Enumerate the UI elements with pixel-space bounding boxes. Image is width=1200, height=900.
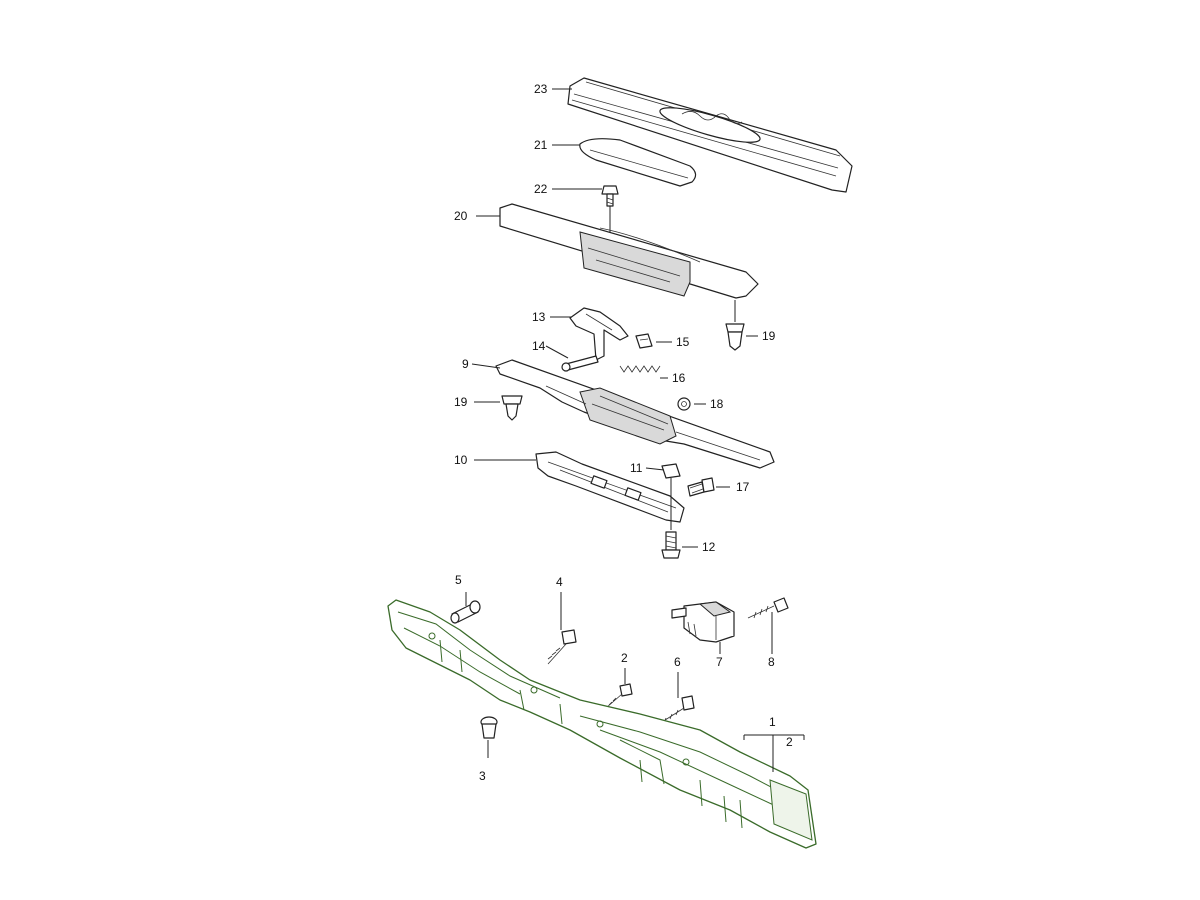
part-9-carrier-plate (495, 359, 775, 469)
part-5-bumper-stop (450, 592, 481, 624)
part-18-nut (677, 397, 691, 411)
part-19-clip-left (501, 395, 523, 421)
part-6-screw (661, 672, 695, 724)
part-1-cross-member-frame (387, 599, 817, 849)
callout-7: 7 (716, 655, 723, 669)
part-7-lock-actuator (671, 601, 735, 654)
part-17-bolt (687, 477, 715, 497)
part-14-pin (561, 355, 599, 372)
callout-22: 22 (534, 182, 548, 196)
callout-3: 3 (479, 769, 486, 783)
callout-8: 8 (768, 655, 775, 669)
callout-21: 21 (534, 138, 548, 152)
part-12-bolt (661, 531, 681, 559)
callout-2-screw: 2 (621, 651, 628, 665)
part-2-screw (605, 668, 633, 709)
part-19-clip-right (725, 300, 745, 351)
part-8-screw (747, 597, 789, 654)
part-3-bumper-stop (480, 716, 498, 758)
callout-13: 13 (532, 310, 546, 324)
part-22-screw (601, 185, 619, 240)
callout-1: 1 (769, 715, 776, 729)
callout-19-right: 19 (762, 329, 776, 343)
callout-20: 20 (454, 209, 468, 223)
part-13-hinge-bracket (569, 307, 629, 361)
callout-18: 18 (710, 397, 724, 411)
callout-6: 6 (674, 655, 681, 669)
callout-labels: 23 21 22 20 19 13 14 15 16 9 18 19 10 11… (454, 82, 793, 783)
part-4-screw (547, 592, 577, 665)
callout-15: 15 (676, 335, 690, 349)
callout-12: 12 (702, 540, 716, 554)
part-16-spring (619, 365, 661, 373)
callout-11: 11 (630, 461, 643, 475)
part-10-lower-bracket (535, 451, 685, 523)
callout-4: 4 (556, 575, 563, 589)
leader-lines (471, 88, 805, 772)
part-11-clip-nut (661, 463, 681, 530)
callout-14: 14 (532, 339, 546, 353)
part-21-trim-cover (579, 138, 697, 187)
callout-19-left: 19 (454, 395, 468, 409)
callout-16: 16 (672, 371, 686, 385)
part-20-sill-panel (499, 203, 759, 299)
callout-23: 23 (534, 82, 548, 96)
callout-9: 9 (462, 357, 469, 371)
callout-5: 5 (455, 573, 462, 587)
callout-2-frame: 2 (786, 735, 793, 749)
callout-17: 17 (736, 480, 750, 494)
part-15-nut-clip (635, 333, 653, 349)
part-23-sill-trim-plate (567, 77, 853, 193)
callout-10: 10 (454, 453, 468, 467)
